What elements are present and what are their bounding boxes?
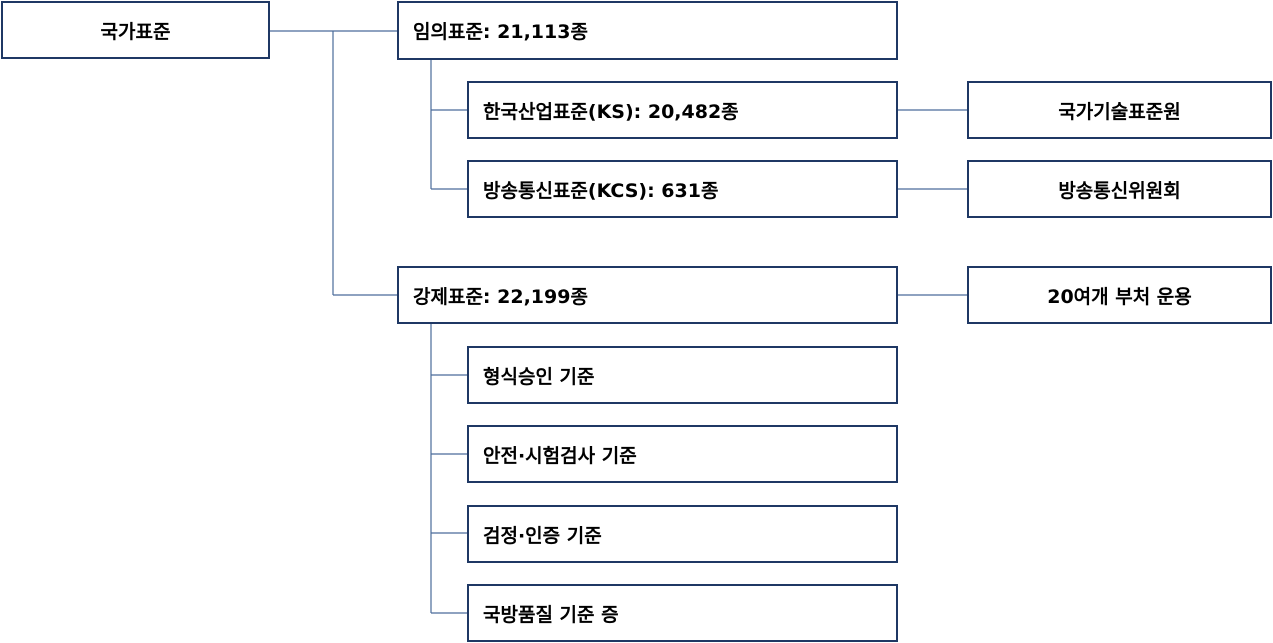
kcs-agency-node: 방송통신위원회: [967, 160, 1272, 218]
ks-standard-node: 한국산업표준(KS): 20,482종: [467, 81, 898, 139]
root-node: 국가표준: [1, 1, 270, 59]
ks-agency-node: 국가기술표준원: [967, 81, 1272, 139]
voluntary-standard-node: 임의표준: 21,113종: [397, 1, 898, 60]
kcs-standard-node: 방송통신표준(KCS): 631종: [467, 160, 898, 218]
mandatory-agency-node: 20여개 부처 운용: [967, 266, 1272, 324]
mandatory-standard-node: 강제표준: 22,199종: [397, 266, 898, 324]
defense-quality-node: 국방품질 기준 증: [467, 584, 898, 642]
certification-node: 검정·인증 기준: [467, 505, 898, 563]
safety-inspection-node: 안전·시험검사 기준: [467, 425, 898, 483]
type-approval-node: 형식승인 기준: [467, 346, 898, 404]
